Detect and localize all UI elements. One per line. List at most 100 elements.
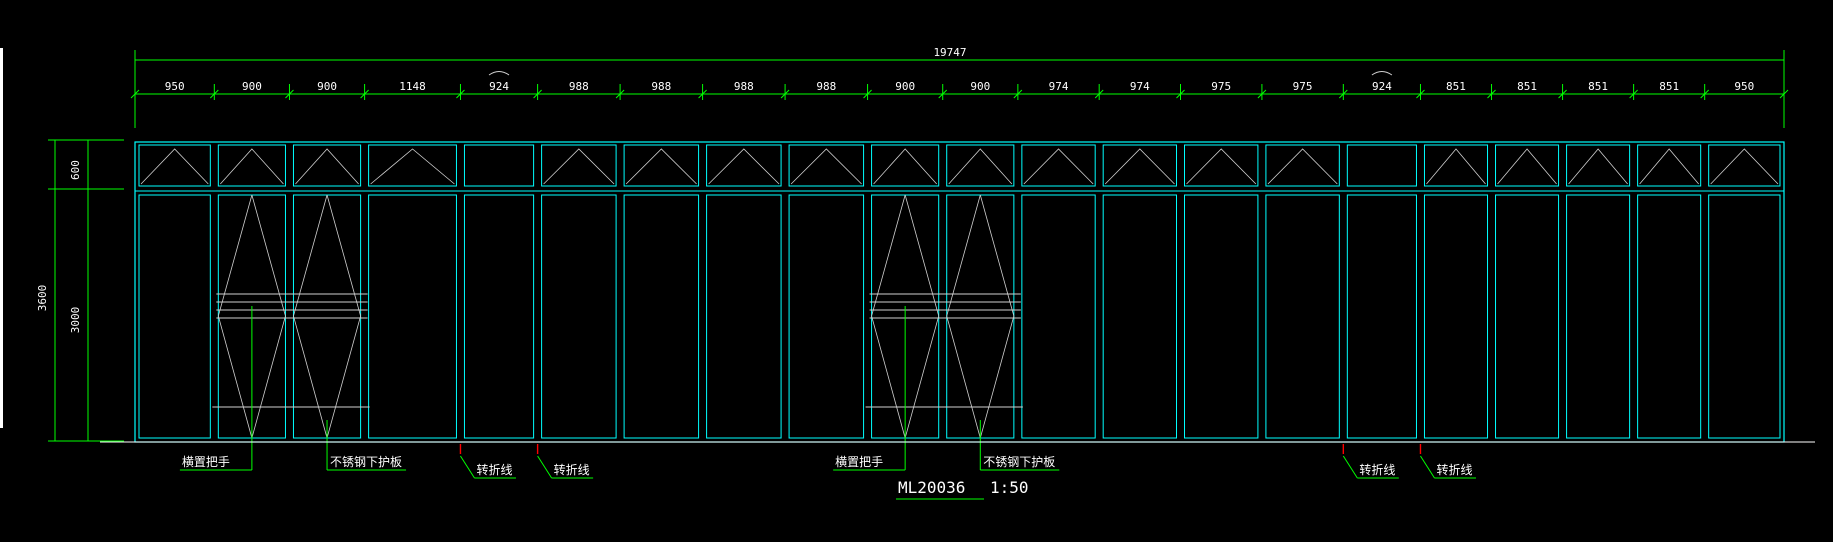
arc-mark (488, 71, 510, 76)
fold-line-label: 转折线 (476, 462, 512, 477)
main-pane (368, 194, 457, 439)
dim-slash (863, 89, 872, 99)
dim-slash (456, 89, 465, 99)
transom-pane (1495, 144, 1560, 187)
transom-pane (541, 144, 617, 187)
transom-pane (292, 144, 362, 187)
transom-opening-mark (140, 148, 209, 185)
transom-opening-mark (708, 148, 780, 185)
main-pane (1637, 194, 1702, 439)
dim-slash (1779, 89, 1789, 99)
left-window-edge (0, 48, 3, 428)
panel-width-label: 974 (1049, 80, 1069, 93)
dim-slash (209, 89, 219, 99)
transom-pane (1265, 144, 1340, 187)
transom-pane (463, 144, 535, 187)
transom-pane (706, 144, 782, 187)
door-swing-mark (326, 194, 362, 439)
transom-pane (217, 144, 286, 187)
panel-width-label: 988 (651, 80, 671, 93)
dim-slash (698, 89, 707, 99)
main-pane (788, 194, 865, 439)
transom-opening-mark (1639, 148, 1699, 185)
drawing-title: ML20036 (898, 478, 965, 497)
main-pane (623, 194, 700, 439)
annotation-callouts: 横置把手不锈钢下护板转折线转折线横置把手不锈钢下护板转折线转折线 (179, 306, 1476, 479)
height-total-label: 3600 (36, 285, 49, 312)
door-swing-mark (946, 194, 981, 439)
total-width-label: 19747 (933, 46, 966, 59)
main-pane (1184, 194, 1259, 439)
left-dimension-chain (48, 139, 124, 442)
arc-mark (1371, 71, 1393, 76)
main-pane (1708, 194, 1781, 439)
transom-pane (623, 144, 700, 187)
transom-pane (1184, 144, 1259, 187)
handle-label: 横置把手 (835, 455, 883, 469)
transom-opening-mark (370, 148, 455, 185)
main-pane (706, 194, 782, 439)
transom-opening-mark (1426, 148, 1486, 185)
main-pane (1495, 194, 1560, 439)
main-pane (463, 194, 535, 439)
door-swing-mark (904, 194, 940, 439)
panel-width-label: 988 (734, 80, 754, 93)
transom-opening-mark (873, 148, 938, 185)
fold-line-label: 转折线 (1359, 462, 1395, 477)
panel-width-label: 900 (242, 80, 262, 93)
panel-width-label: 900 (895, 80, 915, 93)
transom-pane (368, 144, 457, 187)
dim-slash (1487, 89, 1496, 99)
panel-width-label: 950 (165, 80, 185, 93)
leader-line (460, 455, 475, 479)
panel-width-label: 975 (1293, 80, 1313, 93)
transom-opening-mark (948, 148, 1013, 185)
main-pane (946, 194, 1015, 439)
transom-pane (1021, 144, 1096, 187)
dim-slash (285, 89, 294, 99)
dim-slash (780, 89, 790, 99)
kick-plate-label: 不锈钢下护板 (983, 455, 1055, 469)
panel-width-label: 900 (970, 80, 990, 93)
transom-opening-mark (295, 148, 359, 185)
transom-pane (1566, 144, 1631, 187)
leader-line (1342, 455, 1358, 479)
dim-slash (1013, 89, 1023, 99)
dim-slash (1629, 89, 1638, 99)
panel-width-label: 1148 (399, 80, 426, 93)
main-pane (1423, 194, 1489, 439)
dim-slash (938, 89, 948, 99)
transom-opening-mark (625, 148, 697, 185)
panel-frames (134, 141, 1785, 443)
transom-pane (1102, 144, 1178, 187)
transom-opening-mark (543, 148, 615, 185)
transom-opening-mark (220, 148, 284, 185)
transom-opening-mark (1023, 148, 1094, 185)
dim-slash (615, 89, 625, 99)
leader-line (537, 455, 553, 479)
dim-slash (1700, 89, 1710, 99)
fold-line-label: 转折线 (554, 462, 590, 477)
main-pane (1102, 194, 1178, 439)
transom-opening-mark (1267, 148, 1338, 185)
door-swing-mark (217, 194, 253, 439)
dim-slash (1257, 89, 1267, 99)
panel-width-label: 900 (317, 80, 337, 93)
transom-opening-mark (1710, 148, 1779, 185)
panel-width-label: 851 (1659, 80, 1679, 93)
dim-slash (360, 89, 369, 99)
kick-plate-label: 不锈钢下护板 (330, 455, 402, 469)
main-pane (1265, 194, 1340, 439)
dim-slash (1094, 89, 1104, 99)
main-pane (541, 194, 617, 439)
panel-width-label: 851 (1517, 80, 1537, 93)
outer-frame (134, 141, 1785, 443)
transom-pane (1708, 144, 1781, 187)
leader-line (1420, 455, 1435, 479)
transom-pane (871, 144, 940, 187)
dim-slash (1338, 89, 1348, 99)
door-swing-mark (293, 194, 328, 439)
panel-width-label: 851 (1446, 80, 1466, 93)
panel-width-label: 975 (1211, 80, 1231, 93)
